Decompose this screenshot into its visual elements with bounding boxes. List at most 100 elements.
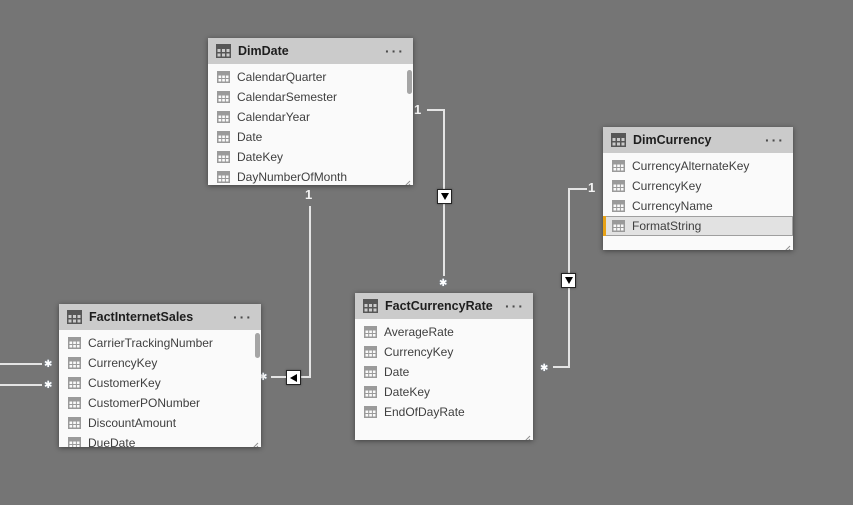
table-icon (216, 44, 231, 58)
table-icon (67, 310, 82, 324)
arrow-down-icon (564, 277, 573, 284)
more-options-icon[interactable]: ··· (233, 309, 253, 325)
table-header[interactable]: DimDate ··· (208, 38, 413, 64)
cardinality-many-label: ✱ (44, 359, 53, 370)
relationship-line[interactable] (0, 363, 42, 365)
resize-handle[interactable] (402, 175, 411, 185)
field-label: CurrencyKey (88, 356, 158, 370)
table-header[interactable]: FactInternetSales ··· (59, 304, 261, 330)
arrow-down-icon (440, 193, 449, 200)
field-label: CustomerKey (88, 376, 161, 390)
relationship-line[interactable] (0, 384, 42, 386)
resize-handle[interactable] (250, 437, 259, 447)
arrow-left-icon (290, 373, 297, 382)
table-header[interactable]: FactCurrencyRate ··· (355, 293, 533, 319)
cardinality-many-label: ✱ (540, 363, 549, 374)
field-row-currencyname[interactable]: CurrencyName (603, 196, 793, 216)
field-row-endofdayrate[interactable]: EndOfDayRate (355, 402, 533, 422)
table-icon (363, 299, 378, 313)
field-table-icon (217, 131, 230, 143)
field-label: DueDate (88, 436, 136, 447)
field-label: EndOfDayRate (384, 405, 465, 419)
field-label: DayNumberOfMonth (237, 170, 348, 184)
field-row-currencyalternatekey[interactable]: CurrencyAlternateKey (603, 156, 793, 176)
resize-handle[interactable] (522, 430, 531, 440)
field-label: CarrierTrackingNumber (88, 336, 213, 350)
field-row-datekey[interactable]: DateKey (208, 147, 413, 167)
field-table-icon (364, 346, 377, 358)
field-table-icon (612, 220, 625, 232)
field-label: CurrencyKey (632, 179, 702, 193)
field-row-discountamount[interactable]: DiscountAmount (59, 413, 261, 433)
field-label: DateKey (237, 150, 284, 164)
field-label: CurrencyAlternateKey (632, 159, 750, 173)
field-label: CalendarQuarter (237, 70, 327, 84)
field-table-icon (68, 437, 81, 447)
field-row-daynumberofmonth[interactable]: DayNumberOfMonth (208, 167, 413, 185)
table-card-factinternetsales[interactable]: FactInternetSales ··· CarrierTrackingNum… (59, 304, 261, 447)
field-table-icon (68, 337, 81, 349)
cross-filter-direction-arrow[interactable] (561, 273, 576, 288)
field-row-date[interactable]: Date (208, 127, 413, 147)
field-row-currencykey[interactable]: CurrencyKey (603, 176, 793, 196)
relationship-line[interactable] (427, 109, 445, 111)
field-table-icon (217, 111, 230, 123)
field-label: CalendarYear (237, 110, 310, 124)
field-row-duedate[interactable]: DueDate (59, 433, 261, 447)
table-icon (611, 133, 626, 147)
field-row-calendarquarter[interactable]: CalendarQuarter (208, 67, 413, 87)
field-row-carriertrackingnumber[interactable]: CarrierTrackingNumber (59, 333, 261, 353)
relationship-line[interactable] (300, 376, 311, 378)
field-row-calendaryear[interactable]: CalendarYear (208, 107, 413, 127)
cardinality-one-label: 1 (305, 187, 313, 202)
field-row-customerkey[interactable]: CustomerKey (59, 373, 261, 393)
table-header[interactable]: DimCurrency ··· (603, 127, 793, 153)
more-options-icon[interactable]: ··· (765, 132, 785, 148)
field-label: Date (384, 365, 410, 379)
field-table-icon (612, 160, 625, 172)
more-options-icon[interactable]: ··· (505, 298, 525, 314)
field-row-currencykey[interactable]: CurrencyKey (59, 353, 261, 373)
relationship-line[interactable] (570, 188, 587, 190)
resize-handle[interactable] (782, 240, 791, 250)
field-label: DiscountAmount (88, 416, 177, 430)
more-options-icon[interactable]: ··· (385, 43, 405, 59)
scrollbar-thumb[interactable] (407, 70, 412, 94)
field-table-icon (217, 91, 230, 103)
field-row-averagerate[interactable]: AverageRate (355, 322, 533, 342)
relationship-line[interactable] (271, 376, 286, 378)
cross-filter-direction-arrow[interactable] (286, 370, 301, 385)
field-table-icon (68, 357, 81, 369)
field-row-date[interactable]: Date (355, 362, 533, 382)
field-row-datekey[interactable]: DateKey (355, 382, 533, 402)
cardinality-many-label: ✱ (44, 380, 53, 391)
field-label: Date (237, 130, 263, 144)
field-label: CalendarSemester (237, 90, 338, 104)
relationship-line[interactable] (309, 206, 311, 377)
field-row-customerponumber[interactable]: CustomerPONumber (59, 393, 261, 413)
cardinality-many-label: ✱ (259, 372, 268, 383)
field-label: CustomerPONumber (88, 396, 201, 410)
field-label: CurrencyName (632, 199, 713, 213)
field-label: FormatString (632, 219, 702, 233)
relationship-line[interactable] (553, 366, 570, 368)
field-table-icon (364, 406, 377, 418)
field-row-calendarsemester[interactable]: CalendarSemester (208, 87, 413, 107)
cardinality-many-label: ✱ (439, 278, 448, 289)
field-table-icon (68, 397, 81, 409)
field-label: CurrencyKey (384, 345, 454, 359)
scrollbar-thumb[interactable] (255, 333, 260, 358)
cross-filter-direction-arrow[interactable] (437, 189, 452, 204)
field-row-formatstring[interactable]: FormatString (603, 216, 793, 236)
field-table-icon (364, 386, 377, 398)
field-row-currencykey[interactable]: CurrencyKey (355, 342, 533, 362)
table-title: FactInternetSales (89, 310, 194, 324)
